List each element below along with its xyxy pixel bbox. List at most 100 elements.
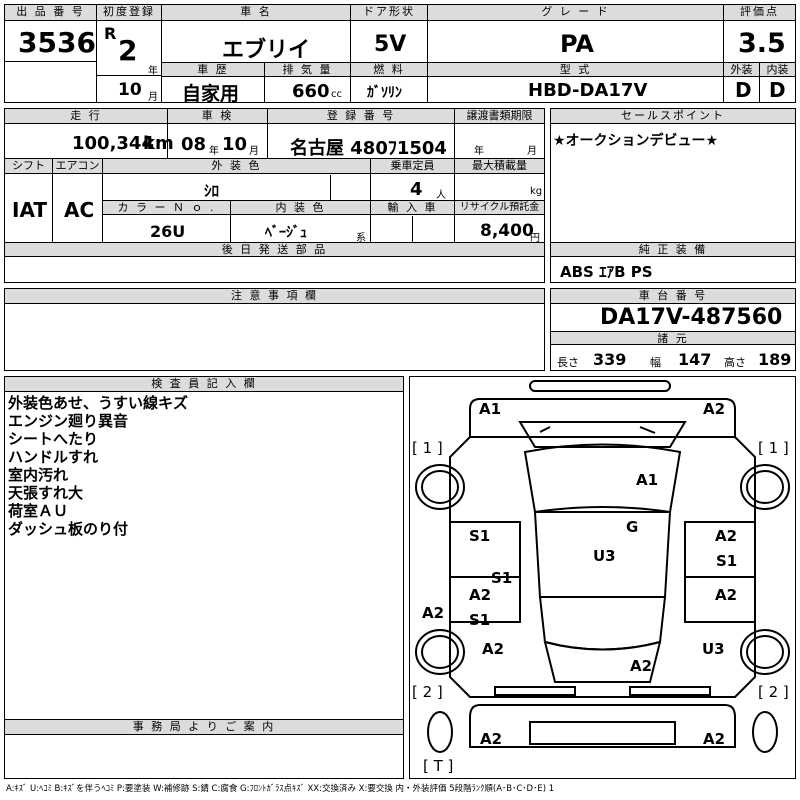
history: 自家用 xyxy=(182,83,240,105)
damage-mark: S1 xyxy=(716,552,738,570)
inspector-header: 検 査 員 記 入 欄 xyxy=(5,377,403,392)
damage-mark: A2 xyxy=(480,730,503,748)
damage-mark: G xyxy=(626,518,639,536)
recycle: 8,400 xyxy=(480,221,534,241)
recycle-unit: 円 xyxy=(530,233,540,244)
exterior-header: 外装 xyxy=(724,63,759,77)
inspection-header: 車 検 xyxy=(168,109,267,124)
int-color: ﾍﾞｰｼﾞｭ xyxy=(265,225,307,241)
first-reg-era: R xyxy=(104,24,117,43)
insp-month-unit: 月 xyxy=(249,146,259,157)
inspector-notes: 外装色あせ、うすい線キズエンジン廻り異音シートへたりハンドルすれ室内汚れ天張すれ… xyxy=(0,394,400,714)
ext-color: ｼﾛ xyxy=(204,182,220,200)
damage-mark: U3 xyxy=(593,547,616,565)
bracket-label: [ 2 ] xyxy=(412,683,443,701)
car-name: エブリイ xyxy=(222,38,311,63)
caution-header: 注 意 事 項 欄 xyxy=(5,289,544,304)
max-load-unit: kg xyxy=(530,186,543,197)
chassis-header: 車 台 番 号 xyxy=(551,289,795,304)
bracket-label: [ 1 ] xyxy=(412,439,443,457)
bracket-label: [ 1 ] xyxy=(758,439,789,457)
car-name-header: 車 名 xyxy=(162,5,350,21)
inspector-box xyxy=(4,376,404,779)
first-reg-year-unit: 年 xyxy=(148,66,158,77)
damage-mark: A2 xyxy=(703,730,726,748)
max-load-header: 最大積載量 xyxy=(455,159,544,174)
cc-unit: cc xyxy=(331,89,342,100)
int-color-unit: 系 xyxy=(356,233,366,244)
length-label: 長さ xyxy=(557,356,579,369)
inspector-note: 荷室ＡＵ xyxy=(8,502,69,520)
damage-mark: A2 xyxy=(482,640,505,658)
score-header: 評価点 xyxy=(724,5,795,21)
fuel: ｶﾞｿﾘﾝ xyxy=(367,85,402,101)
inspector-note: ダッシュ板のり付 xyxy=(8,520,129,538)
reg-no: 名古屋 480ﾌ1504 xyxy=(290,138,447,159)
history-header: 車 歴 xyxy=(162,63,264,77)
sales-point: ★オークションデビュー★ xyxy=(553,133,719,149)
damage-mark: A2 xyxy=(630,657,653,675)
capacity-header: 乗車定員 xyxy=(371,159,454,174)
score: 3.5 xyxy=(738,28,786,59)
damage-mark: A1 xyxy=(479,400,502,418)
damage-mark: A2 xyxy=(703,400,726,418)
damage-mark: U3 xyxy=(702,640,725,658)
import-header: 輸 入 車 xyxy=(371,201,454,215)
first-reg-header: 初度登録 xyxy=(97,5,161,21)
transfer-month: 月 xyxy=(527,146,537,157)
shift: IAT xyxy=(12,198,48,222)
damage-mark: S1 xyxy=(469,527,491,545)
inspector-note: シートへたり xyxy=(8,430,99,448)
lot-no-header: 出 品 番 号 xyxy=(5,5,96,21)
inspector-note: 外装色あせ、うすい線キズ xyxy=(8,394,189,412)
interior-header: 内装 xyxy=(760,63,795,77)
grade: PA xyxy=(560,30,594,58)
transfer-header: 譲渡書類期限 xyxy=(455,109,544,124)
first-reg-month: 10 xyxy=(118,80,142,100)
insp-month: 10 xyxy=(222,134,248,155)
height-label: 高さ xyxy=(724,356,746,369)
km-unit: km xyxy=(143,133,174,154)
specs-header: 諸 元 xyxy=(551,331,795,345)
aircon-header: エアコン xyxy=(53,159,102,174)
recycle-header: リサイクル預託金 xyxy=(455,201,544,215)
damage-mark: S1 xyxy=(469,611,491,629)
bracket-label: [ T ] xyxy=(423,757,454,775)
capacity: 4 xyxy=(410,179,423,200)
first-reg-year: 2 xyxy=(118,34,138,67)
width-label: 幅 xyxy=(650,356,661,369)
mileage-header: 走 行 xyxy=(5,109,167,124)
width: 147 xyxy=(678,350,712,369)
office-header: 事 務 局 よ り ご 案 内 xyxy=(5,720,403,735)
transfer-year: 年 xyxy=(474,146,484,157)
int-color-header: 内 装 色 xyxy=(231,201,370,215)
damage-mark: S1 xyxy=(491,569,513,587)
damage-mark: A1 xyxy=(636,471,659,489)
height: 189 xyxy=(758,350,792,369)
exterior-grade: D xyxy=(735,78,752,102)
capacity-unit: 人 xyxy=(436,190,446,201)
door-header: ドア形状 xyxy=(351,5,427,21)
damage-mark: A2 xyxy=(715,586,738,604)
interior-grade: D xyxy=(769,78,786,102)
damage-mark: A2 xyxy=(469,586,492,604)
displacement-header: 排 気 量 xyxy=(265,63,350,77)
damage-mark: A2 xyxy=(715,527,738,545)
aircon: AC xyxy=(64,198,95,222)
model-header: 型 式 xyxy=(428,63,723,77)
legend: A:ｷｽﾞ U:ﾍｺﾐ B:ｷｽﾞを伴うﾍｺﾐ P:要塗装 W:補修跡 S:錆 … xyxy=(6,784,555,794)
length: 339 xyxy=(593,350,627,369)
grade-header: グ レ ー ド xyxy=(428,5,723,21)
ext-color-header: 外 装 色 xyxy=(103,159,370,174)
inspector-note: エンジン廻り異音 xyxy=(8,412,129,430)
genuine-equipment: ABS ｴｱB PS xyxy=(560,263,653,281)
model: HBD-DA17V xyxy=(528,80,648,101)
displacement: 660 xyxy=(292,81,330,102)
sales-point-header: セールスポイント xyxy=(551,109,795,124)
color-no: 26U xyxy=(150,222,186,241)
inspector-note: 室内汚れ xyxy=(8,466,69,484)
insp-year-unit: 年 xyxy=(209,146,219,157)
color-no-header: カ ラ ー Ｎ ｏ . xyxy=(103,201,230,215)
door-type: 5V xyxy=(374,32,407,57)
damage-mark: A2 xyxy=(422,604,445,622)
